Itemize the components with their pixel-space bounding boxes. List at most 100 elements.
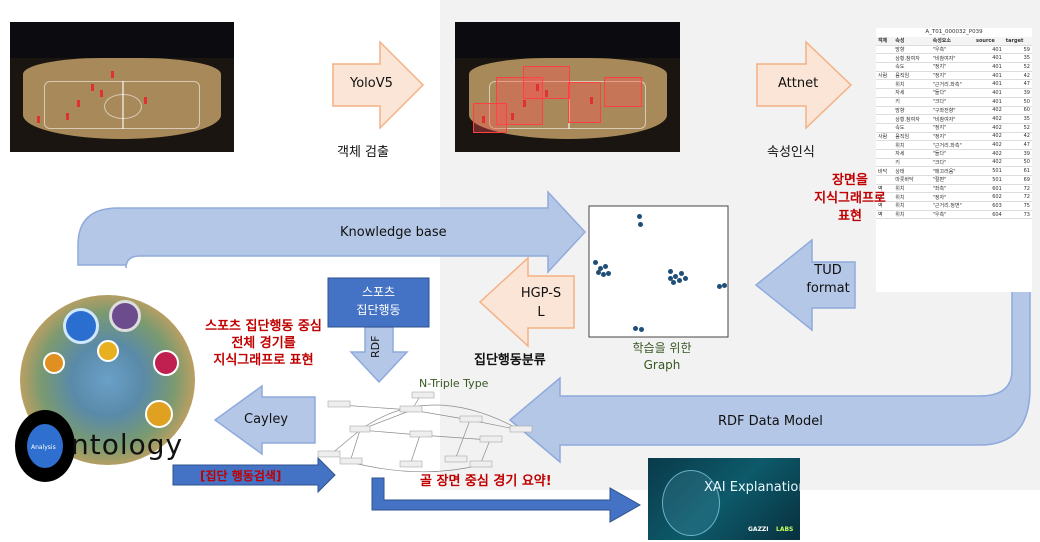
table-cell: 602 (974, 193, 1004, 202)
summary-label: 골 장면 중심 경기 요약! (420, 470, 552, 489)
table-cell: 401 (974, 97, 1004, 106)
table-cell: "들다" (931, 89, 974, 98)
table-cell: 402 (974, 123, 1004, 132)
table-cell: 사람 (876, 71, 893, 80)
table-cell: 움직임 (893, 132, 930, 141)
training-graph-label: 학습을 위한 Graph (627, 340, 697, 374)
table-row: 사람움직임"정지"40142 (876, 71, 1032, 80)
table-cell (876, 97, 893, 106)
table-header-cell: 속성 (893, 37, 930, 45)
table-cell: 방향 (893, 45, 930, 54)
table-cell: 52 (1004, 123, 1032, 132)
table-cell: "좌측" (931, 184, 974, 193)
table-row: 마룻바닥"절편"50169 (876, 176, 1032, 185)
table-cell: 72 (1004, 184, 1032, 193)
table-header-cell: 속성요소 (931, 37, 974, 45)
table-cell: 60 (1004, 106, 1032, 115)
table-row: 키"크다"40250 (876, 158, 1032, 167)
cayley-label: Cayley (244, 412, 288, 427)
table-header-cell: target (1004, 37, 1032, 45)
table-cell: 상황.참여자 (893, 54, 930, 63)
table-cell: 50 (1004, 97, 1032, 106)
rdf-label: RDF (369, 336, 382, 358)
classify-label: 집단행동분류 (474, 349, 546, 368)
table-cell: 상황.참여자 (893, 115, 930, 124)
table-cell (876, 80, 893, 89)
table-cell: "우측" (931, 210, 974, 219)
attnet-label: Attnet (778, 76, 818, 91)
table-cell: 47 (1004, 141, 1032, 150)
table-cell (876, 141, 893, 150)
table-cell: 501 (974, 167, 1004, 176)
table-cell: 401 (974, 45, 1004, 54)
table-header-cell: 객체 (876, 37, 893, 45)
table-cell: 위치 (893, 210, 930, 219)
table-cell: "절편" (931, 176, 974, 185)
table-cell: 키 (893, 158, 930, 167)
table-row: 벽위치"우측"60473 (876, 210, 1032, 219)
table-cell: 키 (893, 97, 930, 106)
table-cell: 69 (1004, 176, 1032, 185)
table-cell: 401 (974, 80, 1004, 89)
table-cell: 401 (974, 71, 1004, 80)
table-cell: 속도 (893, 123, 930, 132)
sports-graph-label: 스포츠 집단행동 중심 전체 경기를 지식그래프로 표현 (186, 318, 341, 369)
training-graph (589, 206, 728, 337)
table-cell: "근거리.정면" (931, 202, 974, 211)
table-cell: 35 (1004, 115, 1032, 124)
table-cell: 75 (1004, 202, 1032, 211)
court-image-raw (10, 22, 234, 152)
search-label: [집단 행동검색] (200, 467, 281, 484)
scene-graph-label: 장면을 지식그래프로 표현 (810, 172, 890, 226)
table-cell: 자세 (893, 89, 930, 98)
table-cell (876, 115, 893, 124)
table-cell: "들다" (931, 149, 974, 158)
table-cell: "비참여자" (931, 115, 974, 124)
table-cell: 72 (1004, 193, 1032, 202)
table-cell: 위치 (893, 193, 930, 202)
table-cell: 마룻바닥 (893, 176, 930, 185)
table-row: 벽위치"좌측"60172 (876, 184, 1032, 193)
court-image-detected (455, 22, 680, 152)
attribute-recognition-label: 속성인식 (767, 141, 815, 160)
table-cell: 39 (1004, 89, 1032, 98)
labs-label: LABS (776, 526, 793, 533)
analysis-label: Analysis (31, 444, 56, 451)
table-cell: 상태 (893, 167, 930, 176)
table-row: 방향"우측"40159 (876, 45, 1032, 54)
table-cell: "구좌전향" (931, 106, 974, 115)
table-cell: "매끄러움" (931, 167, 974, 176)
table-cell: "정지" (931, 71, 974, 80)
table-cell: 42 (1004, 132, 1032, 141)
yolo-label: YoloV5 (350, 76, 393, 91)
table-row: 사람움직임"정지"40242 (876, 132, 1032, 141)
ontology-label: ntology (71, 428, 183, 461)
table-cell: 401 (974, 89, 1004, 98)
sports-label: 스포츠 집단행동 (328, 283, 429, 319)
xai-label: XAI Explanation (704, 480, 800, 495)
table-cell: 59 (1004, 45, 1032, 54)
table-cell (876, 89, 893, 98)
table-cell: 움직임 (893, 71, 930, 80)
table-cell: 601 (974, 184, 1004, 193)
detect-label: 객체 검출 (337, 141, 389, 160)
table-cell: 402 (974, 141, 1004, 150)
table-cell: 위치 (893, 184, 930, 193)
table-cell: 47 (1004, 80, 1032, 89)
table-cell: 사람 (876, 132, 893, 141)
table-cell: 402 (974, 106, 1004, 115)
gazzi-label: GAZZI (748, 526, 769, 533)
table-cell: "정지" (931, 123, 974, 132)
table-cell: 위치 (893, 80, 930, 89)
table-row: 자세"들다"40139 (876, 89, 1032, 98)
table-cell: 42 (1004, 71, 1032, 80)
table-cell (876, 63, 893, 72)
table-cell: "근거리.좌측" (931, 141, 974, 150)
table-cell: "크다" (931, 158, 974, 167)
table-cell (876, 54, 893, 63)
